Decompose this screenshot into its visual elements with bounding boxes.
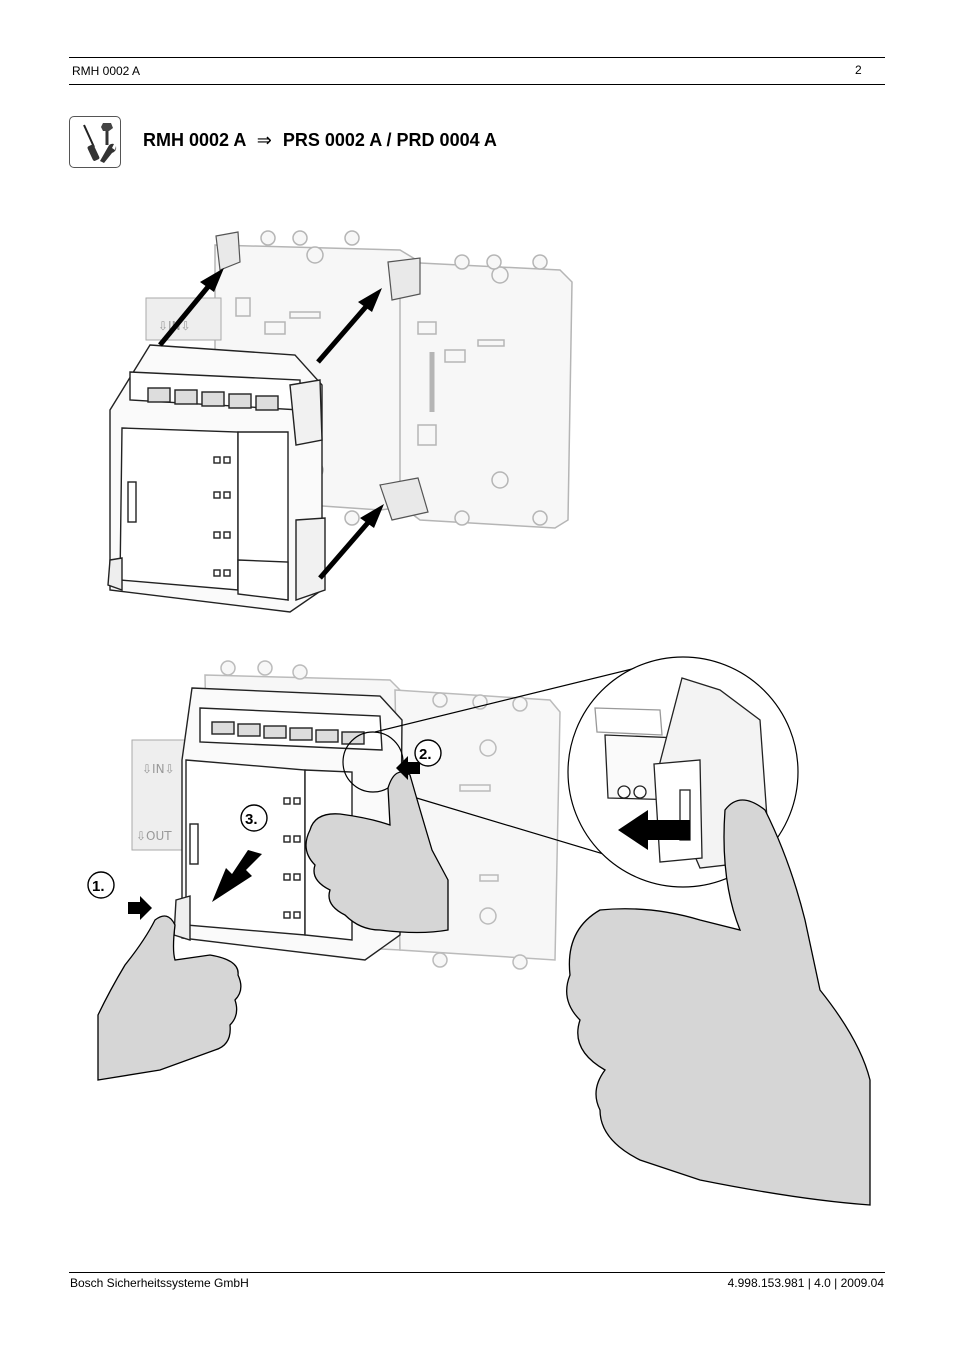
title-source-device: RMH 0002 A — [143, 130, 246, 150]
step-3-label: 3. — [245, 811, 258, 828]
screwdriver-wrench-icon — [69, 116, 121, 168]
svg-text:⇩OUT: ⇩OUT — [136, 829, 172, 843]
header-bottom-rule — [69, 84, 885, 85]
hand-closeup — [566, 799, 871, 1206]
step-1-label: 1. — [92, 878, 105, 895]
footer-rule — [69, 1272, 885, 1273]
hand-left — [97, 915, 242, 1081]
title-target-devices: PRS 0002 A / PRD 0004 A — [282, 130, 497, 150]
page-title: RMH 0002 A ⇒ PRS 0002 A / PRD 0004 A — [143, 130, 497, 151]
mounting-direction-arrows — [158, 280, 374, 580]
mounting-rail-right — [399, 254, 573, 529]
step1-arrow — [128, 896, 152, 920]
footer-company: Bosch Sicherheitssysteme GmbH — [70, 1276, 249, 1290]
title-arrow: ⇒ — [256, 130, 272, 150]
step2-arrow — [396, 756, 420, 780]
rmh-module-top — [107, 344, 326, 613]
step-labels: 1. 2. 3. — [87, 739, 442, 899]
top-figure: ⇩IN⇩ — [107, 230, 573, 613]
header-page-number: 2 — [855, 63, 862, 77]
latch-clips — [215, 231, 429, 521]
bottom-figure: ⇩IN⇩ ⇩OUT — [87, 656, 871, 1206]
step3-arrow — [212, 850, 262, 902]
step-2-label: 2. — [419, 746, 432, 763]
hand-right — [305, 771, 449, 934]
header-doc-id: RMH 0002 A — [72, 64, 141, 78]
header-top-rule — [69, 57, 885, 58]
footer-doc-ref: 4.998.153.981 | 4.0 | 2009.04 — [727, 1276, 884, 1290]
closeup-push-arrow — [618, 810, 690, 850]
hands — [97, 771, 871, 1206]
svg-text:⇩IN⇩: ⇩IN⇩ — [142, 762, 175, 776]
